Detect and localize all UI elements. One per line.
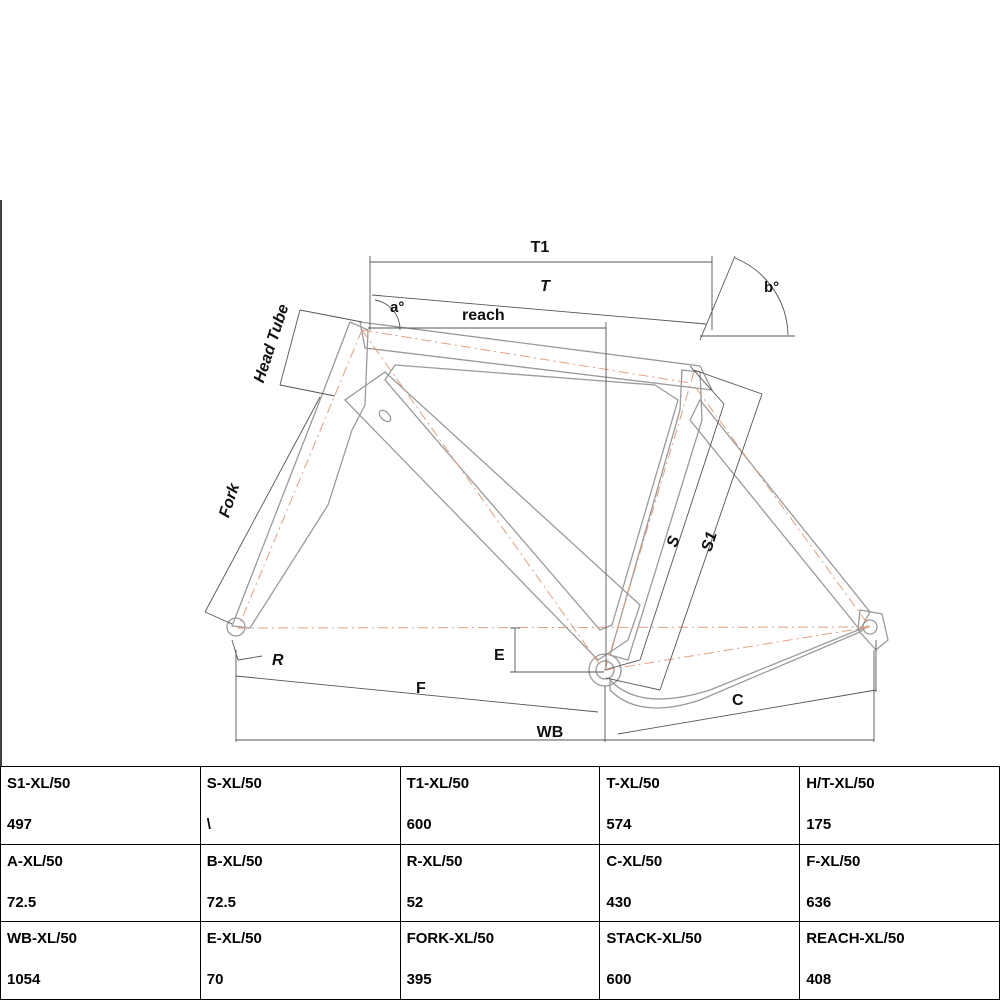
cell-name: H/T-XL/50 (806, 775, 875, 792)
table-cell-stack: STACK-XL/50 600 (599, 921, 801, 1000)
table-cell-s: S-XL/50 \ (199, 766, 401, 845)
cell-name: S1-XL/50 (7, 775, 71, 792)
cell-value: 408 (806, 971, 832, 989)
head-tube-label: Head Tube (251, 302, 292, 385)
cell-value: 600 (406, 816, 432, 833)
table-cell-e: E-XL/50 70 (199, 921, 401, 1000)
frame-outline (226, 321, 889, 709)
table-cell-t1: T1-XL/50 600 (399, 766, 601, 845)
t-label: T (540, 278, 551, 295)
table-cell-ht: H/T-XL/50 175 (799, 766, 1000, 845)
cell-value: 52 (406, 893, 424, 911)
reach-label: reach (462, 307, 505, 324)
center-lines (237, 329, 871, 671)
cell-name: REACH-XL/50 (806, 930, 905, 948)
cell-value: 72.5 (7, 893, 37, 911)
table-cell-a: A-XL/50 72.5 (0, 843, 201, 923)
r-label: R (272, 652, 284, 669)
cell-value: 1054 (7, 971, 41, 989)
table-row: WB-XL/50 1054 E-XL/50 70 FORK-XL/50 395 STA… (0, 921, 1000, 1000)
table-cell-fork: FORK-XL/50 395 (399, 921, 601, 1000)
cell-name: A-XL/50 (7, 852, 63, 870)
cell-name: R-XL/50 (406, 852, 463, 870)
cell-value: 636 (806, 893, 832, 911)
b-angle-label: b° (764, 279, 779, 296)
cell-name: T1-XL/50 (406, 775, 470, 792)
dimension-lines (204, 255, 877, 742)
cell-name: E-XL/50 (206, 930, 262, 948)
wb-label: WB (537, 724, 564, 741)
cell-value: 600 (606, 971, 632, 989)
cell-name: WB-XL/50 (7, 930, 78, 948)
f-label: F (416, 680, 426, 697)
c-label: C (732, 692, 744, 709)
a-angle-label: a° (390, 299, 404, 316)
cell-name: STACK-XL/50 (606, 930, 702, 948)
fork-label: Fork (216, 480, 243, 519)
table-cell-t: T-XL/50 574 (599, 766, 801, 845)
cell-value: 430 (606, 893, 632, 911)
table-cell-reach: REACH-XL/50 408 (799, 921, 1000, 1000)
cell-value: 497 (7, 816, 33, 833)
geometry-spec-table: S1-XL/50 497 S-XL/50 \ T1-XL/50 600 T-XL/50… (0, 766, 1000, 1000)
table-cell-r: R-XL/50 52 (399, 843, 601, 923)
table-cell-s1: S1-XL/50 497 (0, 766, 201, 845)
cell-name: F-XL/50 (806, 852, 861, 870)
cell-name: C-XL/50 (606, 852, 663, 870)
cell-value: 574 (606, 816, 632, 833)
table-row: A-XL/50 72.5 B-XL/50 72.5 R-XL/50 52 C-XL/5… (0, 843, 1000, 923)
table-cell-c: C-XL/50 430 (599, 843, 801, 923)
t1-label: T1 (531, 239, 550, 256)
cell-name: S-XL/50 (206, 775, 262, 792)
cell-value: 72.5 (206, 893, 236, 911)
cell-name: FORK-XL/50 (406, 930, 495, 948)
table-cell-wb: WB-XL/50 1054 (0, 921, 201, 1000)
table-cell-f: F-XL/50 636 (799, 843, 1000, 923)
cell-value: 70 (206, 971, 224, 989)
table-row: S1-XL/50 497 S-XL/50 \ T1-XL/50 600 T-XL/50… (0, 766, 1000, 845)
cell-name: B-XL/50 (206, 852, 263, 870)
cell-value: 175 (806, 816, 832, 833)
table-cell-b: B-XL/50 72.5 (199, 843, 401, 923)
cell-value: 395 (406, 971, 432, 989)
e-label: E (494, 647, 505, 664)
cell-name: T-XL/50 (606, 775, 660, 792)
cell-value: \ (206, 816, 211, 833)
s1-label: S1 (699, 530, 721, 554)
